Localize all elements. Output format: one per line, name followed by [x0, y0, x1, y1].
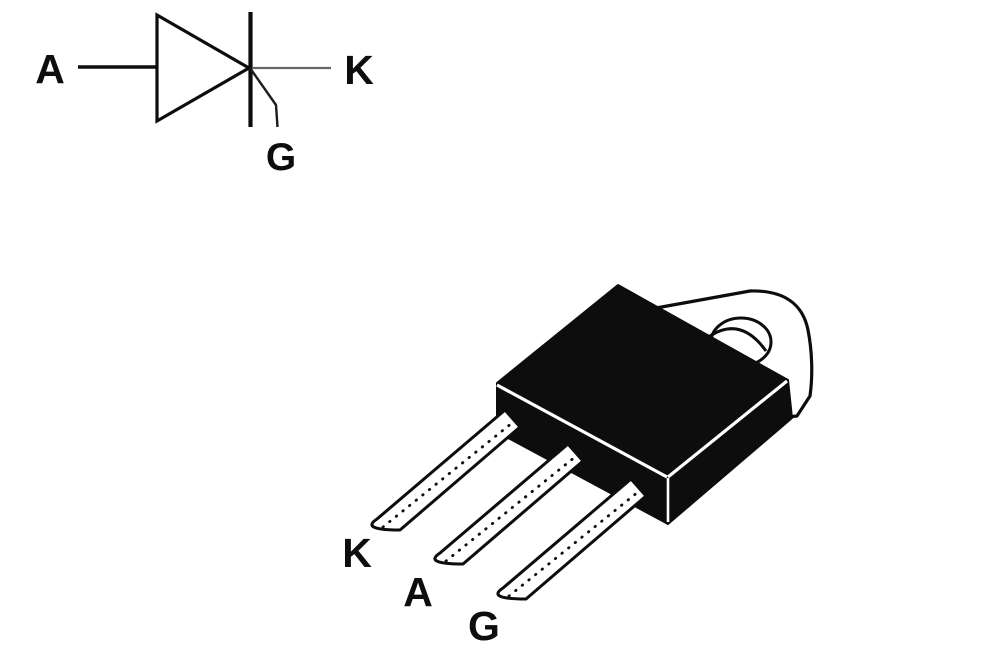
- body-front-edge-highlight: [496, 383, 668, 479]
- thyristor-symbol-icon: A K G: [35, 12, 374, 179]
- package-pin2-label: A: [403, 569, 433, 615]
- pin-anode: [433, 442, 585, 566]
- body-right-edge-highlight: [666, 379, 789, 479]
- symbol-cathode-label: K: [344, 47, 374, 93]
- pin-gate: [496, 477, 648, 601]
- package-pin3-label: G: [468, 603, 500, 649]
- package-pin1-label: K: [342, 530, 372, 576]
- gate-lead-line: [249, 67, 279, 128]
- mounting-hole-inner-rim: [709, 327, 768, 352]
- symbol-anode-label: A: [35, 46, 65, 92]
- symbol-gate-label: G: [266, 136, 296, 179]
- pin-cathode: [370, 408, 522, 532]
- package-drawing: K A G: [342, 284, 814, 649]
- thyristor-triangle-icon: [155, 12, 253, 124]
